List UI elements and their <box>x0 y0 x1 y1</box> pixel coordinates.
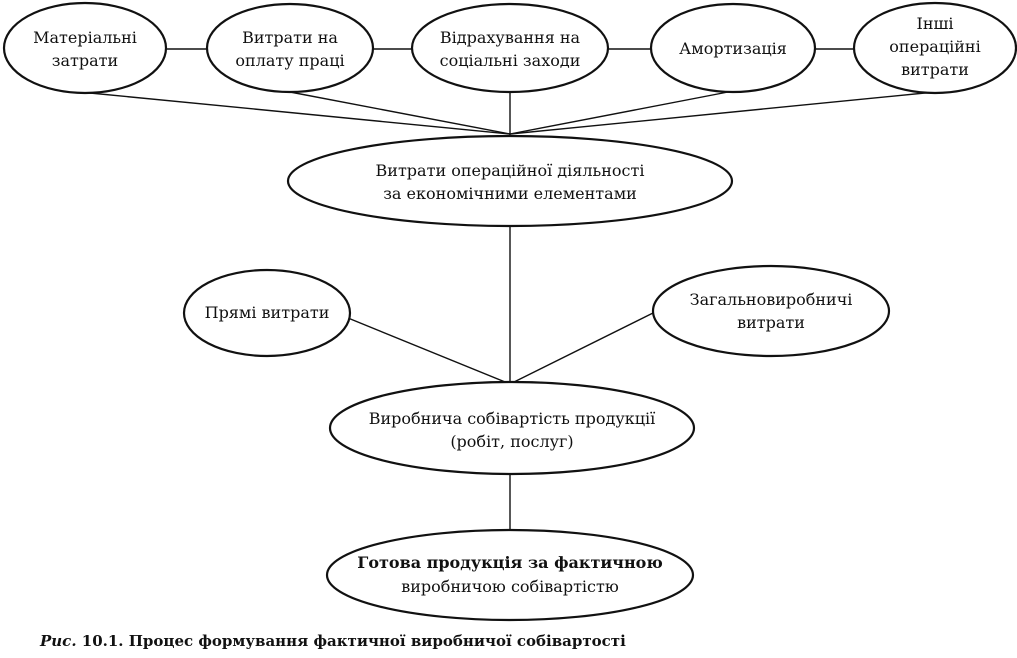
node-other-line-1: Інші <box>917 14 954 33</box>
node-other-line-3: витрати <box>901 60 969 79</box>
link-material-operating <box>89 92 511 135</box>
link-labor-operating <box>289 91 511 135</box>
node-operating-line-1: Витрати операційної діяльності <box>376 161 645 180</box>
node-production-line-2: (робіт, послуг) <box>450 432 573 451</box>
figure-caption-text: 10.1. Процес формування фактичної виробн… <box>76 632 626 650</box>
node-material-line-2: затрати <box>52 51 118 70</box>
node-labor-line-2: оплату праці <box>235 51 344 70</box>
link-amort-operating <box>509 91 729 135</box>
node-material-line-1: Матеріальні <box>33 28 137 47</box>
node-social-line-2: соціальні заходи <box>440 51 581 70</box>
node-production-cost: Виробнича собівартість продукції (робіт,… <box>328 380 696 476</box>
node-production-line-1: Виробнича собівартість продукції <box>369 409 656 428</box>
node-operating-costs: Витрати операційної діяльності за економ… <box>286 134 734 228</box>
node-finished-line-1: Готова продукція за фактичною <box>357 553 662 572</box>
node-other-line-2: операційні <box>889 37 980 56</box>
node-direct-line-1: Прямі витрати <box>205 303 330 322</box>
node-material-costs: Матеріальні затрати <box>2 1 168 95</box>
node-direct-costs: Прямі витрати <box>182 268 352 358</box>
node-amort-line-1: Амортизація <box>679 39 787 58</box>
link-overhead-production <box>509 311 656 385</box>
node-overhead-line-1: Загальновиробничі <box>690 290 853 309</box>
figure-caption: Рис. 10.1. Процес формування фактичної в… <box>40 632 626 650</box>
figure-caption-prefix: Рис. <box>40 632 77 650</box>
link-other-operating <box>509 91 936 135</box>
node-overhead-costs: Загальновиробничі витрати <box>651 264 891 358</box>
node-social-line-1: Відрахування на <box>440 28 581 47</box>
node-labor-costs: Витрати на оплату праці <box>205 2 375 94</box>
node-other-operating-costs: Інші операційні витрати <box>852 1 1017 95</box>
node-finished-line-2: виробничою собівартістю <box>401 577 619 596</box>
node-amortization: Амортизація <box>649 2 817 94</box>
node-overhead-line-2: витрати <box>737 313 805 332</box>
node-social-contributions: Відрахування на соціальні заходи <box>410 2 610 94</box>
link-direct-production <box>347 317 511 385</box>
node-labor-line-1: Витрати на <box>242 28 338 47</box>
connectors <box>89 48 936 532</box>
node-operating-line-2: за економічними елементами <box>383 184 637 203</box>
node-finished-goods: Готова продукція за фактичною виробничою… <box>325 528 695 622</box>
